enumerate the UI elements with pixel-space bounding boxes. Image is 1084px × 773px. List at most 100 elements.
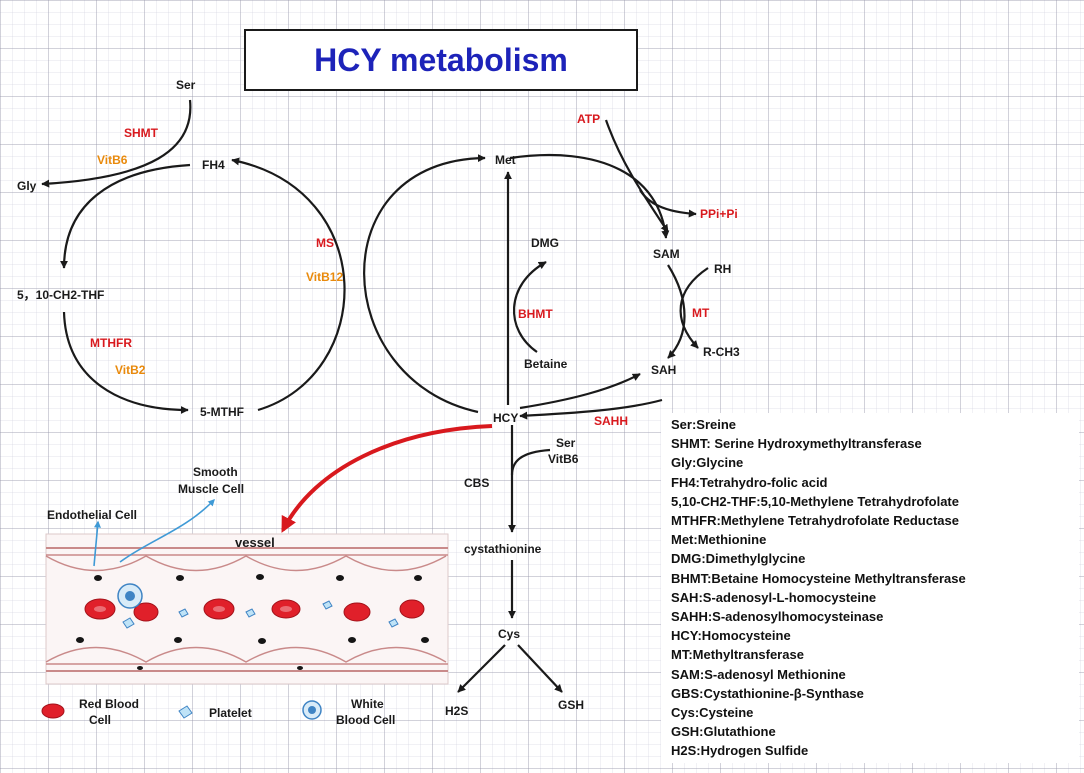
arrow-met-to-sam — [509, 153, 670, 239]
legend-entry: MTHFR:Methylene Tetrahydrofolate Reducta… — [671, 513, 959, 529]
legend-wbc-line1: White — [351, 697, 384, 711]
legend-rbc-line1: Red Blood — [79, 697, 139, 711]
arrow-fh4-to-ch2thf — [60, 163, 191, 269]
vessel-illustration: vessel Endothelial Cell Smooth Muscle Ce… — [45, 465, 449, 685]
label-gsh: GSH — [558, 698, 584, 712]
legend-platelet-label: Platelet — [209, 706, 252, 720]
platelet — [122, 617, 135, 629]
legend-wbc-nucleus — [308, 706, 316, 714]
label-atp: ATP — [577, 112, 600, 126]
label-mt: MT — [692, 306, 710, 320]
pointer-endothelial-cell — [93, 520, 101, 567]
label-cbs: CBS — [464, 476, 489, 490]
legend-entry: Ser:Sreine — [671, 417, 737, 432]
label-hcy: HCY — [493, 411, 518, 425]
legend-entry: H2S:Hydrogen Sulfide — [671, 743, 809, 759]
arrow-hcy-to-met-ms — [363, 154, 486, 414]
nucleus — [174, 637, 182, 643]
nucleus — [348, 637, 356, 643]
legend-entry: HCY:Homocysteine — [671, 628, 791, 644]
nucleus — [256, 574, 264, 580]
platelets — [122, 600, 399, 629]
transsulfuration — [457, 425, 563, 693]
nucleus — [297, 666, 303, 670]
nucleus — [94, 575, 102, 581]
label-endothelial-cell: Endothelial Cell — [47, 508, 137, 522]
arrow-ser-to-gly — [41, 99, 192, 188]
diagram-title: HCY metabolism — [244, 29, 638, 91]
nucleus — [176, 575, 184, 581]
rbc-highlight — [213, 606, 225, 612]
red-blood-cell — [343, 602, 371, 622]
legend-entry: SAHH:S-adenosylhomocysteinase — [671, 609, 884, 625]
arrow-hcy-to-sah — [519, 373, 641, 410]
label-rh: RH — [714, 262, 731, 276]
cell-legend: Red Blood Cell Platelet White Blood Cell — [41, 697, 395, 727]
arrow-mthf-to-fh4 — [231, 157, 346, 412]
label-met: Met — [495, 153, 516, 167]
rbc-highlight — [280, 606, 292, 612]
red-blood-cell — [84, 598, 116, 620]
red-blood-cell — [133, 602, 159, 622]
label-vitb12: VitB12 — [306, 270, 343, 284]
platelet — [322, 600, 333, 610]
label-ser-mid: Ser — [556, 436, 576, 450]
white-blood-cell-in-vessel — [117, 583, 143, 609]
red-blood-cell — [271, 599, 301, 619]
arrow-betaine-to-dmg — [513, 261, 547, 353]
label-vessel: vessel — [235, 535, 275, 550]
label-ch2thf: 5，10-CH2-THF — [17, 288, 104, 302]
legend-rbc-line2: Cell — [89, 713, 111, 727]
legend-entry: DMG:Dimethylglycine — [671, 551, 806, 567]
label-shmt: SHMT — [124, 126, 159, 140]
arrow-rh-to-rch3 — [679, 267, 709, 349]
label-sahh: SAHH — [594, 414, 628, 428]
label-mthfr: MTHFR — [90, 336, 132, 350]
legend-entry: Gly:Glycine — [671, 455, 744, 471]
arrow-ser-vitb6-in — [510, 448, 551, 476]
legend-entry: FH4:Tetrahydro-folic acid — [671, 474, 828, 490]
nuclei — [76, 574, 429, 670]
label-h2s: H2S — [445, 704, 468, 718]
platelet — [245, 608, 256, 618]
legend-entry: BHMT:Betaine Homocysteine Methyltransfer… — [671, 570, 966, 586]
label-smooth-line1: Smooth — [193, 465, 238, 479]
label-rch3: R-CH3 — [703, 345, 740, 359]
legend-entry: SAM:S-adenosyl Methionine — [671, 666, 846, 682]
legend-entry: Cys:Cysteine — [671, 705, 754, 721]
legend-platelet-swatch — [178, 705, 193, 719]
label-betaine: Betaine — [524, 357, 568, 371]
label-bhmt: BHMT — [518, 307, 553, 321]
legend-entry: GSH:Glutathione — [671, 724, 776, 740]
label-ppi: PPi+Pi — [700, 207, 738, 221]
legend-entry: Met:Methionine — [671, 532, 767, 548]
folate-cycle — [41, 99, 346, 414]
arrow-atp-in — [604, 119, 669, 233]
legend-entry: SAH:S-adenosyl-L-homocysteine — [671, 589, 877, 605]
white-blood-cell-nucleus — [125, 591, 135, 601]
methionine-cycle — [363, 119, 709, 420]
rbc-highlights — [94, 606, 292, 612]
label-sam: SAM — [653, 247, 680, 261]
label-gly: Gly — [17, 179, 37, 193]
legend-entry: MT:Methyltransferase — [671, 647, 804, 663]
label-vitb2: VitB2 — [115, 363, 146, 377]
label-cys: Cys — [498, 627, 520, 641]
platelet — [388, 618, 399, 628]
rbc-highlight — [94, 606, 106, 612]
arrow-cys-to-gsh — [517, 644, 563, 693]
nucleus — [414, 575, 422, 581]
legend-rbc-swatch — [41, 703, 65, 719]
arrow-ch2thf-to-mthf — [62, 311, 189, 414]
legend-entry: 5,10-CH2-THF:5,10-Methylene Tetrahydrofo… — [671, 493, 959, 509]
label-vitb6-top: VitB6 — [97, 153, 128, 167]
pathway-labels: Ser SHMT VitB6 FH4 Gly 5，10-CH2-THF MTHF… — [17, 78, 740, 718]
arrow-hcy-to-vessel — [281, 424, 493, 533]
label-mthf: 5-MTHF — [200, 405, 244, 419]
label-ser-top: Ser — [176, 78, 196, 92]
abbreviation-legend: Ser:Sreine SHMT: Serine Hydroxymethyltra… — [661, 413, 1079, 763]
legend-wbc-line2: Blood Cell — [336, 713, 395, 727]
arrow-sam-to-sah — [667, 264, 686, 359]
label-smooth-line2: Muscle Cell — [178, 482, 244, 496]
